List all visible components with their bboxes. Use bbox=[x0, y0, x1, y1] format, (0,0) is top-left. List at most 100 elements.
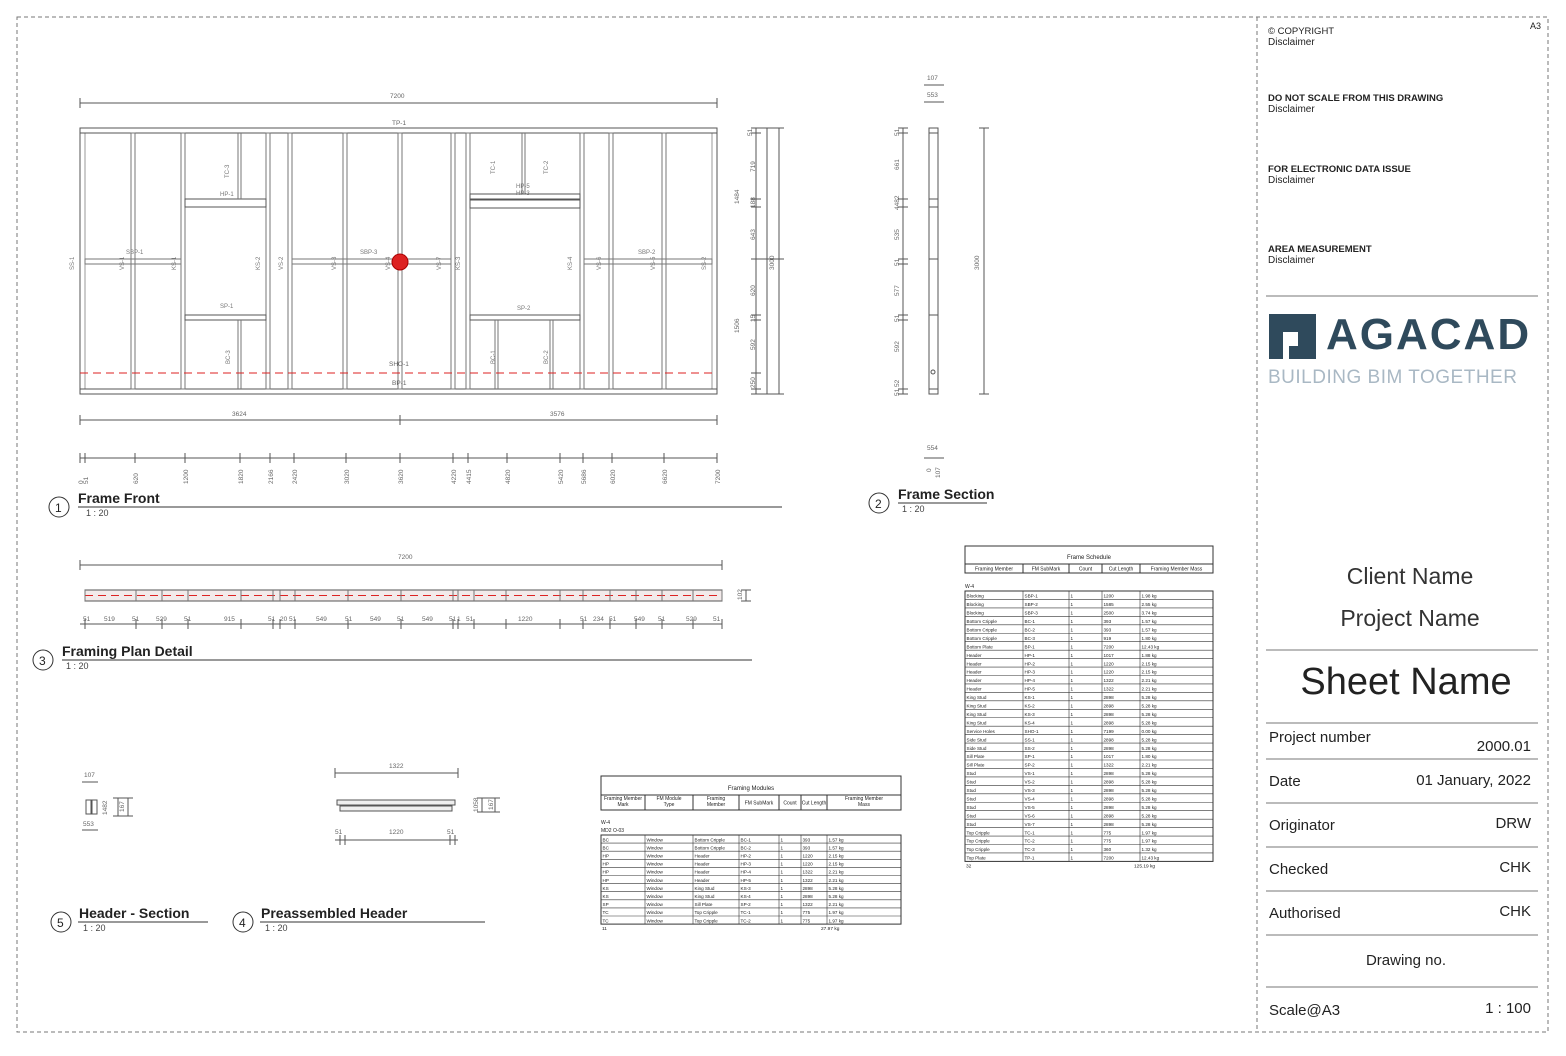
svg-text:0: 0 bbox=[926, 468, 933, 472]
table-cell: 1 bbox=[1071, 813, 1074, 818]
svg-text:577: 577 bbox=[894, 285, 901, 296]
table-cell: VS-2 bbox=[1025, 780, 1036, 785]
member-label: VS-5 bbox=[651, 256, 657, 270]
table-cell: 1 bbox=[781, 854, 784, 859]
svg-text:3000: 3000 bbox=[974, 255, 981, 270]
table-cell: SP-2 bbox=[741, 902, 752, 907]
table-cell: 1 bbox=[1071, 737, 1074, 742]
table-cell: 5.28 kg bbox=[1142, 796, 1158, 801]
bottom-plate-label: BP-1 bbox=[392, 380, 407, 387]
table-cell: 1 bbox=[1071, 856, 1074, 861]
table-cell: 1 bbox=[1071, 670, 1074, 675]
note-do-not-scale: DO NOT SCALE FROM THIS DRAWING Disclaime… bbox=[1268, 93, 1444, 115]
svg-text:167: 167 bbox=[488, 799, 495, 810]
dim-right-a6: 592 bbox=[750, 339, 757, 350]
table-cell: BP-1 bbox=[1025, 644, 1036, 649]
table-cell: 360 bbox=[1104, 847, 1112, 852]
dim-right-b1: 1506 bbox=[734, 318, 741, 333]
table-cell: 1 bbox=[781, 886, 784, 891]
table-cell: 12.43 kg bbox=[1142, 856, 1160, 861]
view-titles: 1 Frame Front 1 : 20 2 Frame Section 1 :… bbox=[39, 486, 994, 933]
member-label: SBP-1 bbox=[126, 250, 144, 256]
table-cell: 2.21 kg bbox=[829, 870, 845, 875]
table-cell: Window bbox=[647, 837, 664, 842]
table-cell: Blocking bbox=[967, 594, 985, 599]
table-cell: TC bbox=[603, 918, 610, 923]
dim-split-right: 3576 bbox=[550, 411, 565, 418]
table-total-mass: 27.97 kg bbox=[821, 926, 840, 932]
table-cell: 775 bbox=[803, 918, 811, 923]
plan-dim-label: 549 bbox=[370, 616, 381, 623]
view-2-number: 2 bbox=[875, 497, 882, 511]
table-group-label: W-4 bbox=[965, 584, 974, 590]
table-cell: SP-1 bbox=[1025, 754, 1036, 759]
table-cell: 1 bbox=[1071, 687, 1074, 692]
table-cell: 2898 bbox=[1104, 822, 1115, 827]
member-label: KS-2 bbox=[256, 256, 262, 270]
plan-dim-label: 51 bbox=[397, 616, 405, 623]
table-cell: BC-1 bbox=[741, 837, 752, 842]
top-plate-label: TP-1 bbox=[392, 120, 406, 127]
dim-right-a4: 620 bbox=[750, 285, 757, 296]
table-title: Frame Schedule bbox=[1067, 555, 1112, 561]
table-cell: 1 bbox=[1071, 704, 1074, 709]
member-label: VS-3 bbox=[332, 256, 338, 270]
table-cell: 1.97 kg bbox=[829, 918, 845, 923]
originator-label: Originator bbox=[1269, 817, 1335, 834]
dim-right-a1: 719 bbox=[750, 161, 757, 172]
svg-text:1220: 1220 bbox=[389, 829, 404, 836]
frame-front-labels: 7200 TP-1 SHO-1 BP-1 3624 3576 3000 1484… bbox=[70, 93, 776, 484]
table-cell: 1 bbox=[781, 910, 784, 915]
originator-value: DRW bbox=[1495, 815, 1531, 832]
table-cell: 1 bbox=[1071, 712, 1074, 717]
svg-text:592: 592 bbox=[894, 341, 901, 352]
table-cell: 2.21 kg bbox=[829, 902, 845, 907]
table-cell: 1322 bbox=[803, 870, 814, 875]
dim-label: 1820 bbox=[238, 469, 245, 484]
table-cell: Window bbox=[647, 910, 664, 915]
view-4-scale: 1 : 20 bbox=[265, 923, 288, 933]
member-label: VS-2 bbox=[279, 256, 285, 270]
framing-plan-view bbox=[32, 560, 752, 671]
project-name: Project Name bbox=[1340, 605, 1480, 631]
member-label: BC-1 bbox=[491, 350, 497, 364]
table-cell: Bottom Cripple bbox=[967, 619, 998, 624]
svg-text:51: 51 bbox=[447, 829, 455, 836]
table-column-header: Framing bbox=[707, 796, 726, 802]
table-cell: 1.97 kg bbox=[829, 910, 845, 915]
plan-dim-label: 20 bbox=[280, 616, 288, 623]
member-label: VS-7 bbox=[437, 256, 443, 270]
plan-dim-label: 51 bbox=[713, 616, 721, 623]
table-cell: BC bbox=[603, 837, 610, 842]
member-label: HP-1 bbox=[220, 192, 234, 198]
table-cell: 775 bbox=[1104, 839, 1112, 844]
dim-right-a3: 643 bbox=[750, 229, 757, 240]
dim-right-a5: 15 bbox=[750, 314, 757, 322]
table-cell: Service Holes bbox=[967, 729, 996, 734]
table-cell: Stud bbox=[967, 805, 977, 810]
table-total-mass: 125.19 kg bbox=[1134, 863, 1155, 869]
table-cell: 2500 bbox=[1104, 611, 1115, 616]
table-column-header: Mark bbox=[617, 802, 629, 808]
table-cell: Top Cripple bbox=[967, 830, 991, 835]
table-cell: HP-3 bbox=[1025, 670, 1036, 675]
svg-text:107: 107 bbox=[84, 772, 95, 779]
table-cell: SP bbox=[603, 902, 609, 907]
sheet-name: Sheet Name bbox=[1300, 661, 1512, 703]
dim-right-a2: 188 bbox=[750, 197, 757, 208]
plan-dim-label: 51 bbox=[466, 616, 474, 623]
logo-wordmark: AGACAD bbox=[1326, 310, 1532, 359]
table-cell: 5.28 kg bbox=[829, 894, 845, 899]
note-electronic-data: FOR ELECTRONIC DATA ISSUE Disclaimer bbox=[1268, 164, 1411, 186]
table-cell: Blocking bbox=[967, 611, 985, 616]
table-total-count: 32 bbox=[966, 863, 972, 869]
dim-label: 4220 bbox=[451, 469, 458, 484]
table-cell: HP-1 bbox=[1025, 653, 1036, 658]
table-cell: 1 bbox=[1071, 746, 1074, 751]
table-cell: HP-2 bbox=[741, 854, 752, 859]
table-cell: 1220 bbox=[1104, 670, 1115, 675]
table-cell: VS-5 bbox=[1025, 805, 1036, 810]
